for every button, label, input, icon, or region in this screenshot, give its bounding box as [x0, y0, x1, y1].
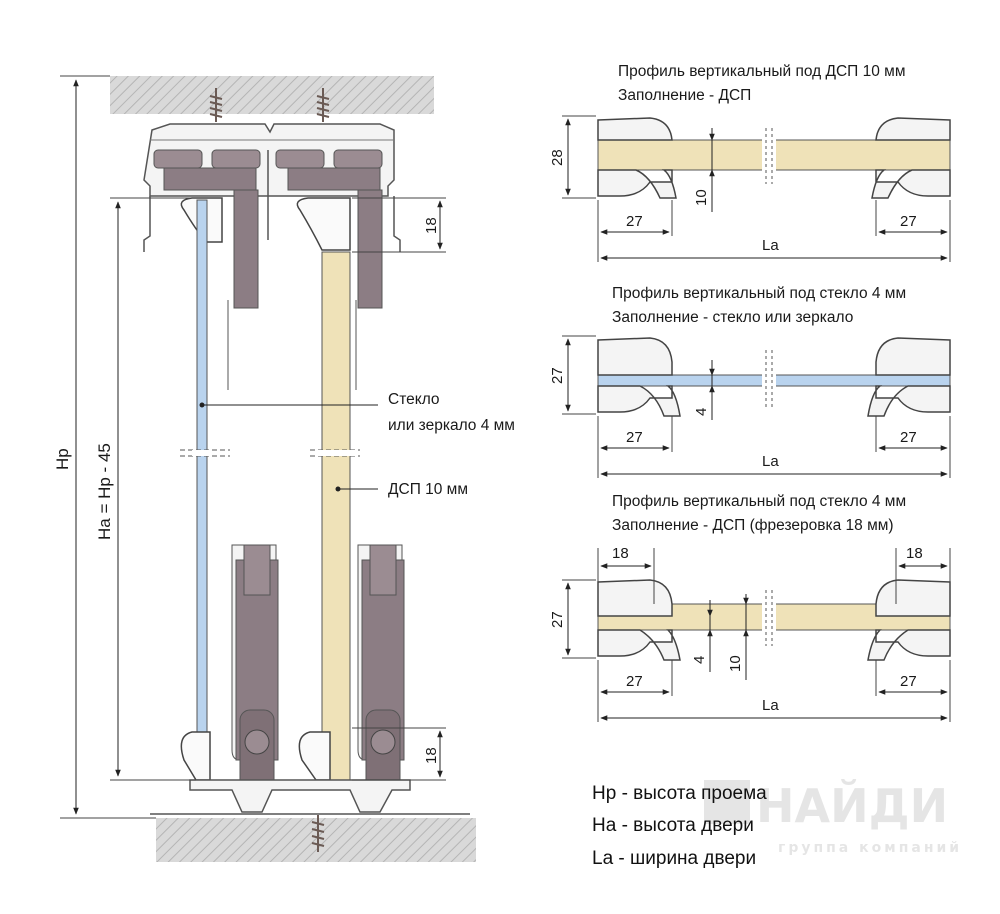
- bottom-roller-left: [231, 544, 279, 791]
- section3-left-mill: 18: [612, 545, 629, 562]
- dsp-panel: [321, 251, 351, 781]
- section1-title-1: Профиль вертикальный под ДСП 10 мм: [618, 63, 905, 80]
- top-screw-right: [316, 88, 330, 122]
- section3-right-mill: 18: [906, 545, 923, 562]
- section1-width: La: [762, 237, 779, 254]
- section3-height: 27: [549, 611, 566, 628]
- section2-width: La: [762, 453, 779, 470]
- section1-title-2: Заполнение - ДСП: [618, 87, 751, 104]
- section3-thickness-b: 10: [727, 655, 744, 672]
- ceiling-hatch: [110, 76, 434, 114]
- section3-left-w: 27: [626, 673, 643, 690]
- legend-la: La - ширина двери: [592, 848, 756, 869]
- section1-thickness: 10: [693, 189, 710, 206]
- bottom-gap-label: 18: [423, 747, 440, 764]
- legend-hp: Hp - высота проема: [592, 783, 767, 804]
- section2-thickness: 4: [693, 408, 710, 416]
- watermark: НАЙДИ группа компаний: [704, 779, 962, 856]
- floor-hatch: [156, 818, 476, 862]
- glass-label-line2: или зеркало 4 мм: [388, 417, 515, 434]
- section3-thickness-a: 4: [691, 656, 708, 664]
- watermark-tag: группа компаний: [778, 840, 962, 856]
- section2-height: 27: [549, 367, 566, 384]
- top-roller-block-left: [153, 149, 261, 309]
- section3-right-w: 27: [900, 673, 917, 690]
- section2-left-w: 27: [626, 429, 643, 446]
- legend-ha: Ha - высота двери: [592, 815, 754, 836]
- watermark-brand: НАЙДИ: [756, 779, 948, 833]
- section2-title-1: Профиль вертикальный под стекло 4 мм: [612, 285, 906, 302]
- glass-panel: [196, 199, 208, 781]
- top-roller-block-right: [275, 149, 383, 309]
- section3-width: La: [762, 697, 779, 714]
- section1-left-w: 27: [626, 213, 643, 230]
- glass-label-line1: Стекло: [388, 391, 440, 408]
- legend: Hp - высота проема Ha - высота двери La …: [592, 783, 767, 869]
- bottom-roller-right: [357, 544, 405, 791]
- section3-title-1: Профиль вертикальный под стекло 4 мм: [612, 493, 906, 510]
- dsp-label: ДСП 10 мм: [388, 481, 468, 498]
- floor-rail: [189, 779, 411, 813]
- section-dsp-10: Профиль вертикальный под ДСП 10 мм Запол…: [549, 63, 951, 262]
- section-glass-4: Профиль вертикальный под стекло 4 мм Зап…: [549, 285, 951, 478]
- door-assembly-view: Hp Ha = Hp - 45 18 18 Стекло или зеркало…: [53, 75, 515, 862]
- section2-right-w: 27: [900, 429, 917, 446]
- section-dsp-milled: Профиль вертикальный под стекло 4 мм Зап…: [549, 493, 951, 722]
- top-screw-left: [209, 88, 223, 122]
- hp-label: Hp: [53, 448, 72, 470]
- ha-label: Ha = Hp - 45: [95, 443, 114, 540]
- section1-right-w: 27: [900, 213, 917, 230]
- section2-title-2: Заполнение - стекло или зеркало: [612, 309, 853, 326]
- top-gap-label: 18: [423, 217, 440, 234]
- section3-title-2: Заполнение - ДСП (фрезеровка 18 мм): [612, 517, 894, 534]
- section1-height: 28: [549, 149, 566, 166]
- floor-screw: [311, 815, 325, 852]
